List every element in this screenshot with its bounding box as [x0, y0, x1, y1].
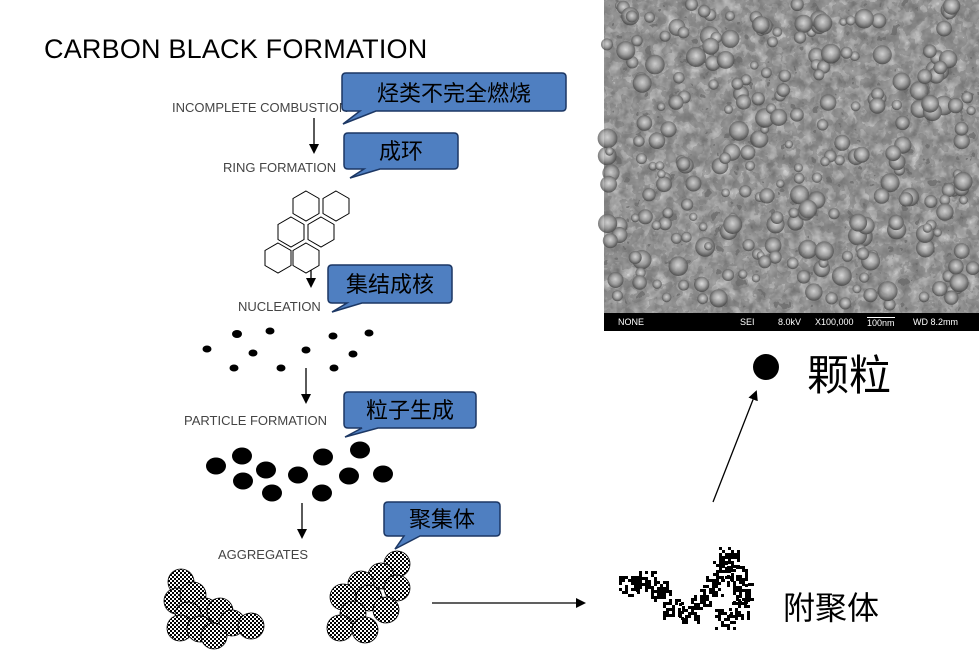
stage-label-aggregates: AGGREGATES — [218, 547, 309, 562]
callout-combustion: 烃类不完全燃烧 — [341, 72, 567, 125]
hexagon-ring-3 — [277, 216, 305, 248]
nucleation-nuclei — [202, 327, 374, 372]
callout-nucleation: 集结成核 — [327, 264, 453, 313]
particle-dot — [753, 354, 779, 380]
sem-label-none: NONE — [618, 317, 645, 327]
aggregate-right — [326, 550, 411, 644]
hexagon-ring-6 — [292, 242, 320, 274]
callout-nucleation-text: 集结成核 — [346, 273, 434, 298]
agglomerate-label: 附聚体 — [783, 589, 880, 627]
callout-combustion-text: 烃类不完全燃烧 — [377, 82, 531, 107]
particle-label: 颗粒 — [807, 351, 892, 400]
callout-particle: 粒子生成 — [343, 391, 477, 438]
sem-magnification: X100,000 — [815, 317, 854, 327]
hexagon-ring-2 — [322, 190, 350, 222]
hexagon-ring-4 — [307, 216, 335, 248]
agglomerate-shape — [619, 547, 754, 630]
sem-scale-bar: 100nm — [867, 317, 895, 328]
stage-label-nucleation: NUCLEATION — [238, 299, 321, 314]
callout-particle-text: 粒子生成 — [366, 399, 454, 424]
sem-info-bar: NONE SEI 8.0kV X100,000 100nm WD 8.2mm — [604, 313, 979, 331]
ring-structure — [264, 190, 350, 274]
stage-label-combustion: INCOMPLETE COMBUSTION — [172, 100, 349, 115]
hexagon-ring-5 — [264, 242, 292, 274]
sem-working-distance: WD 8.2mm — [913, 317, 958, 327]
callout-aggregates: 聚集体 — [383, 501, 501, 550]
formed-particles — [206, 441, 393, 502]
hexagon-ring-1 — [292, 190, 320, 222]
diagram-title: CARBON BLACK FORMATION — [44, 34, 428, 64]
callout-aggregates-text: 聚集体 — [409, 508, 475, 533]
stage-label-particle: PARTICLE FORMATION — [184, 413, 328, 428]
sem-micrograph — [597, 0, 979, 313]
aggregate-left — [163, 568, 265, 650]
sem-detector: SEI — [740, 317, 755, 327]
stage-label-ring: RING FORMATION — [223, 160, 337, 175]
callout-ring-text: 成环 — [379, 140, 423, 165]
sem-voltage: 8.0kV — [778, 317, 802, 327]
arrow-to-particle — [712, 390, 758, 503]
callout-ring: 成环 — [343, 132, 459, 179]
